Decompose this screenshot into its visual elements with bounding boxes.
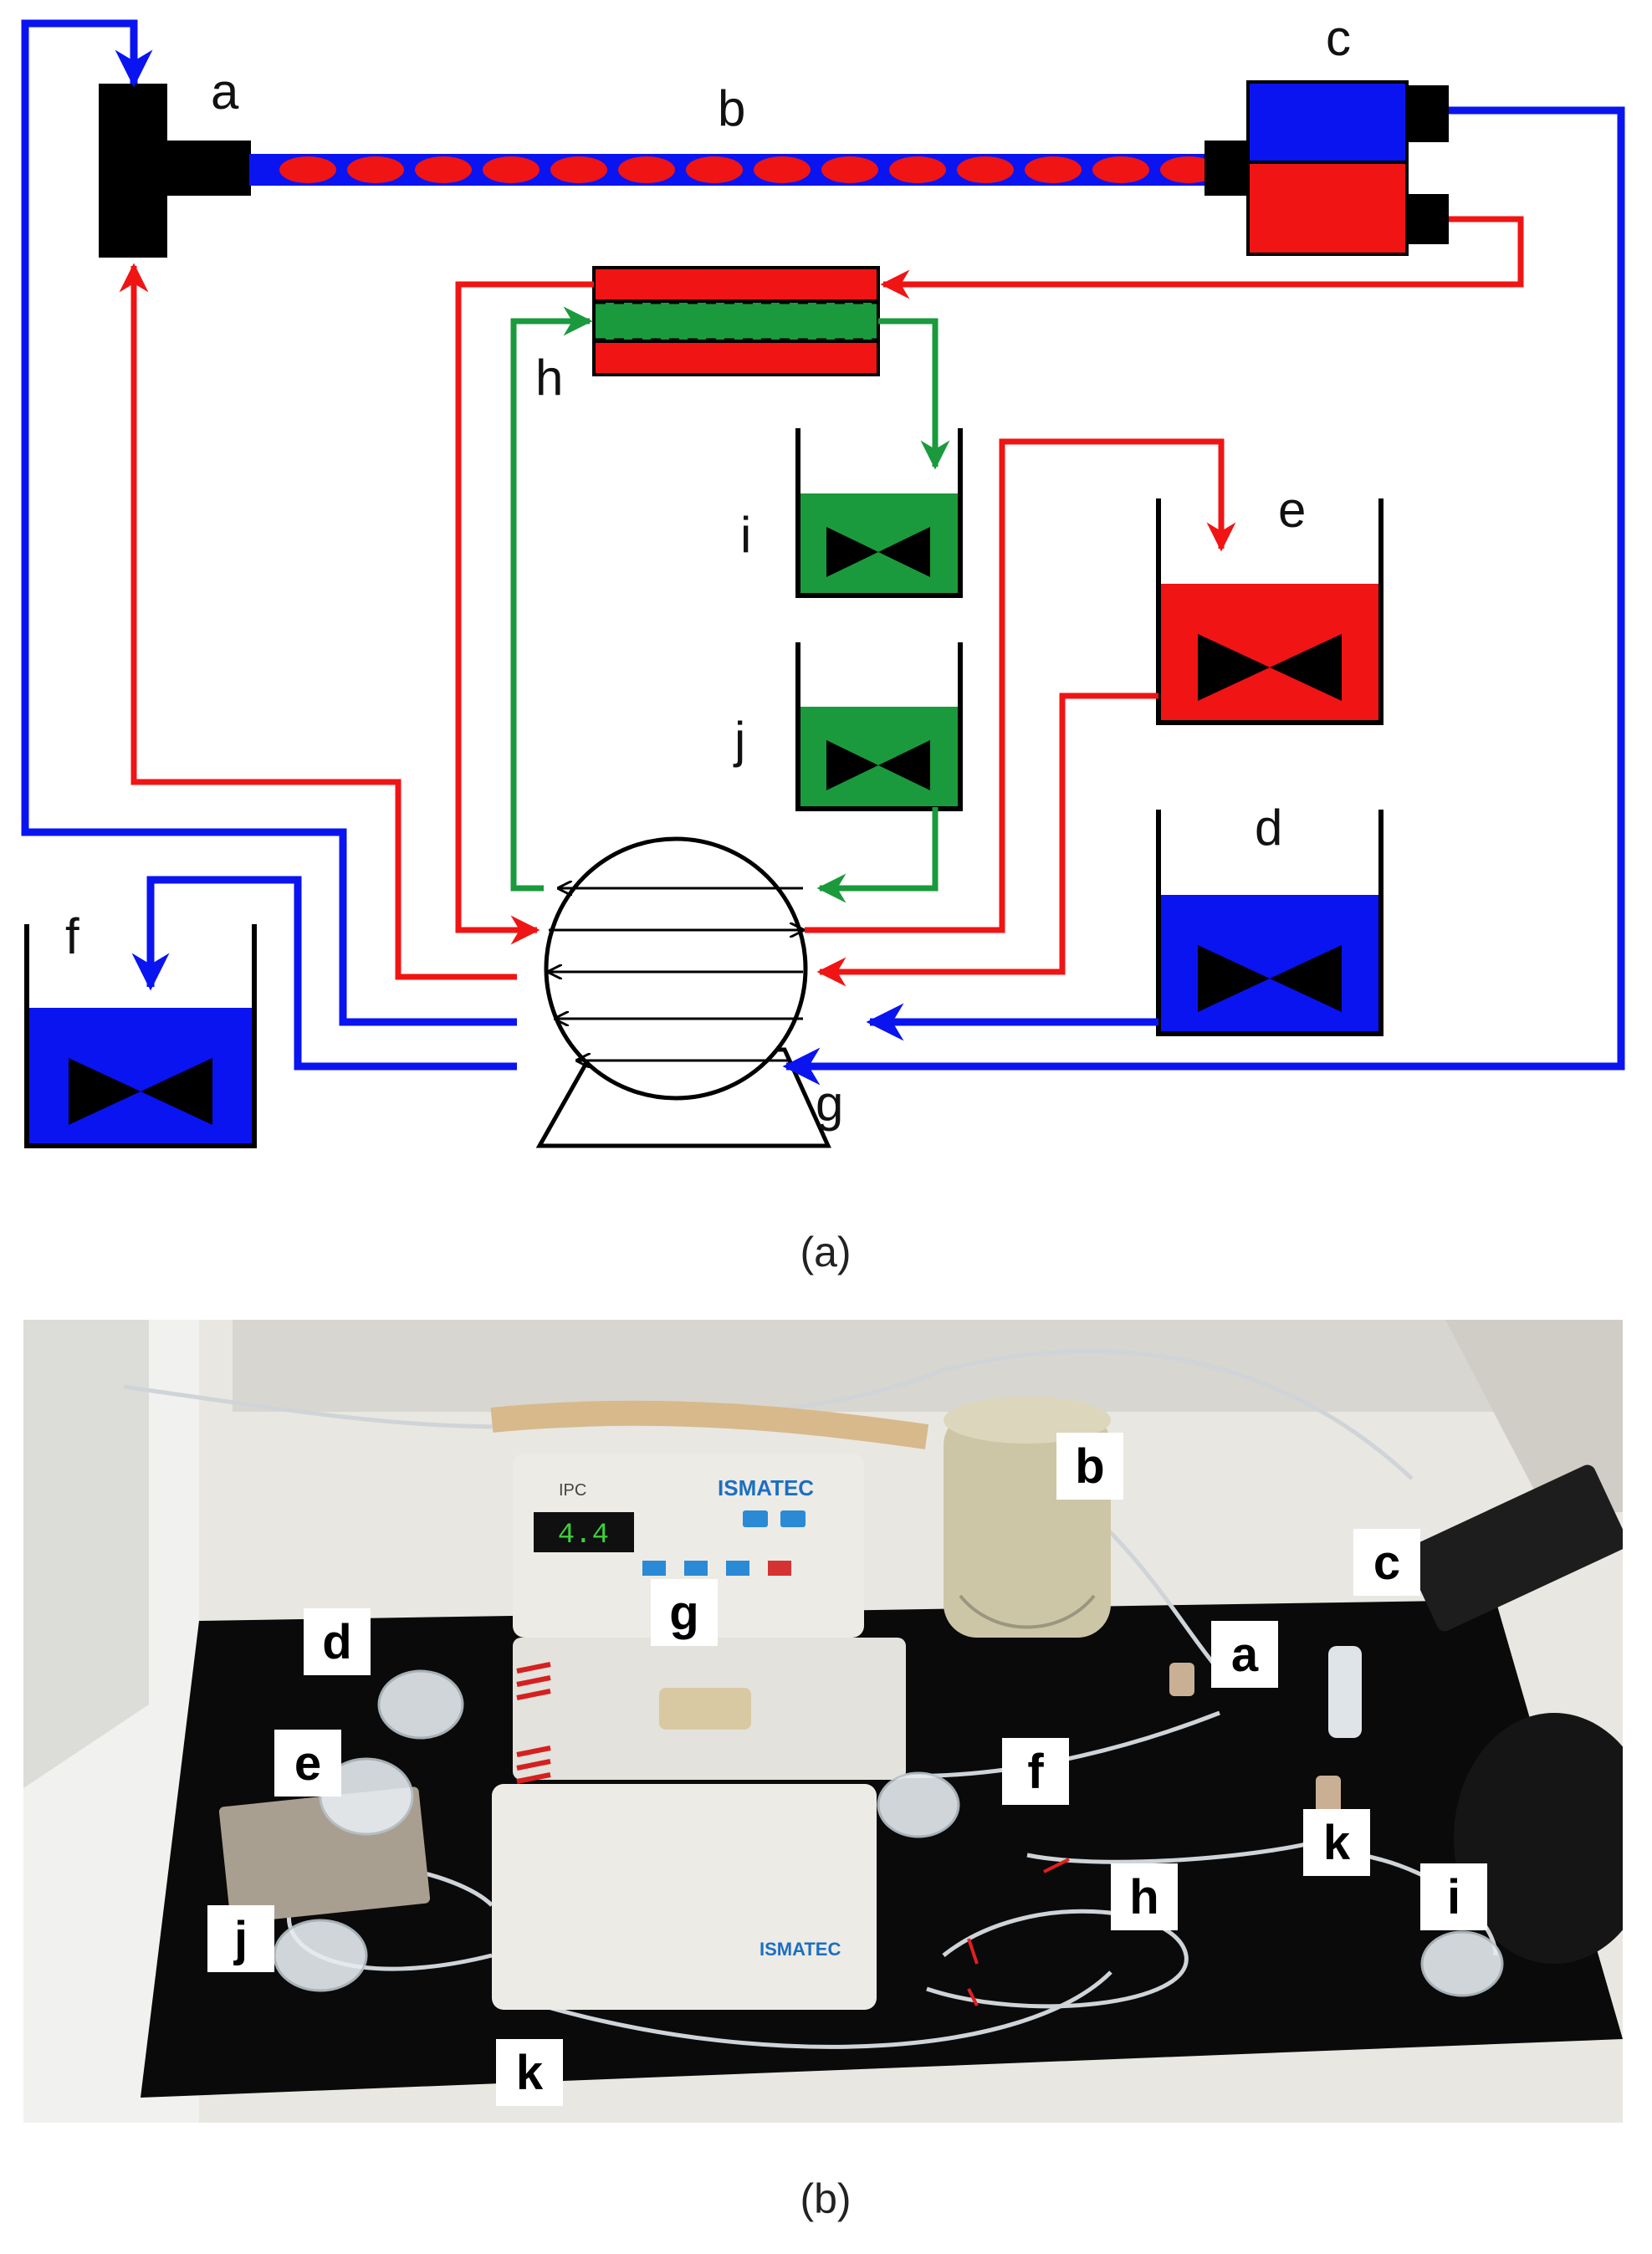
photo-label-k-left: k bbox=[516, 2046, 544, 2100]
droplet bbox=[550, 156, 607, 183]
pump-button bbox=[684, 1561, 708, 1576]
vessel-f bbox=[24, 924, 257, 1148]
photo-label-f: f bbox=[1027, 1745, 1044, 1799]
clamp-holder bbox=[1404, 1464, 1623, 1632]
vessel-d bbox=[1156, 810, 1383, 1036]
stirrer-bar-icon bbox=[1198, 945, 1342, 1012]
separator-c-photo bbox=[1328, 1646, 1362, 1738]
pump-g-photo: 4.4 ISMATEC IPC ISMATEC bbox=[492, 1454, 906, 2010]
pump-button bbox=[642, 1561, 666, 1576]
label-b: b bbox=[718, 80, 745, 136]
label-g: g bbox=[816, 1076, 843, 1132]
schematic-diagram: a b c d e f g h i j bbox=[21, 10, 1625, 1148]
caption-a: (a) bbox=[800, 1229, 852, 1275]
photo-label-i: i bbox=[1447, 1870, 1460, 1924]
photo-label-h: h bbox=[1129, 1870, 1158, 1924]
label-e: e bbox=[1278, 482, 1306, 538]
stirrer-bar-icon bbox=[1198, 634, 1342, 701]
pump-g bbox=[535, 836, 831, 1148]
green-flow-lines bbox=[510, 306, 950, 903]
droplet bbox=[279, 156, 336, 183]
caption-b: (b) bbox=[800, 2175, 852, 2222]
pump-button-up bbox=[743, 1510, 768, 1527]
pump-model: IPC bbox=[559, 1481, 586, 1500]
mixer-a bbox=[99, 84, 251, 258]
photo-label-k-right: k bbox=[1323, 1816, 1351, 1870]
pump-brand-lower: ISMATEC bbox=[760, 1939, 841, 1960]
label-i: i bbox=[740, 507, 751, 563]
tube-b bbox=[249, 154, 1217, 186]
beaker-f bbox=[877, 1771, 960, 1838]
membrane-module-h bbox=[592, 266, 880, 376]
droplet bbox=[347, 156, 404, 183]
droplet-train bbox=[279, 156, 1217, 183]
photo-label-j: j bbox=[233, 1912, 248, 1966]
photo-label-d: d bbox=[322, 1615, 351, 1669]
beaker-i bbox=[1420, 1930, 1504, 1997]
photo-label-c: c bbox=[1373, 1536, 1400, 1590]
photo-label-e: e bbox=[294, 1736, 321, 1791]
dark-object bbox=[1454, 1713, 1623, 1964]
pump-display bbox=[534, 1512, 634, 1552]
setup-photo: 4.4 ISMATEC IPC ISMATEC bbox=[23, 1320, 1623, 2123]
photo-label-b: b bbox=[1075, 1439, 1104, 1494]
label-d: d bbox=[1255, 800, 1282, 856]
droplet bbox=[821, 156, 878, 183]
vessel-j bbox=[795, 642, 963, 811]
droplet bbox=[889, 156, 946, 183]
fitting-a bbox=[1169, 1663, 1194, 1696]
label-a: a bbox=[211, 64, 239, 120]
beige-tube bbox=[490, 1400, 929, 1449]
label-h: h bbox=[535, 350, 563, 406]
photo-labels: b c a g d e f h k i j k bbox=[207, 1433, 1487, 2106]
vessel-e bbox=[1156, 498, 1383, 725]
pump-button bbox=[726, 1561, 749, 1576]
blue-flow-lines bbox=[21, 19, 1625, 1086]
pump-stop-button bbox=[768, 1561, 791, 1576]
droplet bbox=[1160, 156, 1217, 183]
droplet bbox=[483, 156, 540, 183]
pump-brand: ISMATEC bbox=[718, 1475, 814, 1500]
pump-display-value: 4.4 bbox=[558, 1520, 609, 1551]
vessel-i bbox=[795, 428, 963, 598]
droplet bbox=[957, 156, 1014, 183]
pump-button-down bbox=[780, 1510, 806, 1527]
stirrer-bar-icon bbox=[69, 1058, 212, 1125]
photo-label-g: g bbox=[669, 1586, 698, 1640]
label-f: f bbox=[65, 908, 79, 964]
beaker-j bbox=[273, 1919, 368, 1992]
red-flow-lines bbox=[119, 216, 1524, 987]
stirrer-bar-icon bbox=[826, 740, 930, 790]
beaker-d bbox=[377, 1669, 464, 1740]
label-c: c bbox=[1326, 10, 1351, 66]
droplet bbox=[1025, 156, 1082, 183]
label-j: j bbox=[733, 712, 745, 768]
photo-label-a: a bbox=[1231, 1628, 1259, 1682]
droplet bbox=[1092, 156, 1149, 183]
droplet bbox=[618, 156, 675, 183]
droplet bbox=[415, 156, 472, 183]
droplet bbox=[754, 156, 811, 183]
stirrer-bar-icon bbox=[826, 527, 930, 577]
separator-c bbox=[1204, 80, 1449, 256]
droplet bbox=[686, 156, 743, 183]
